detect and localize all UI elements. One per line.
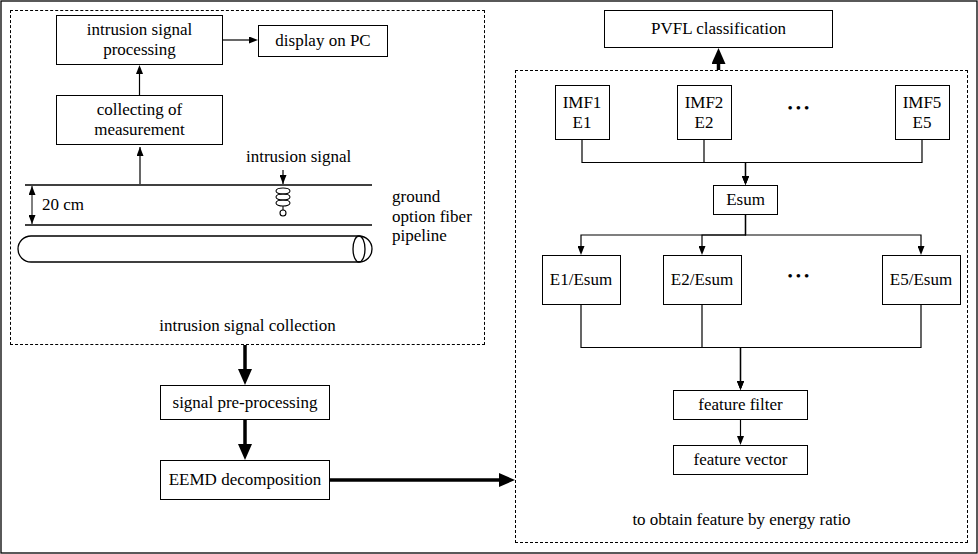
box-text: display on PC — [275, 31, 370, 51]
process-box: collecting of measurement — [56, 95, 223, 145]
dimension-label: 20 cm — [42, 195, 84, 215]
box-text: feature vector — [694, 450, 788, 470]
ellipsis-mark: ••• — [788, 100, 813, 117]
ground-line — [25, 184, 372, 185]
box-text: E2/Esum — [671, 270, 733, 290]
ratio-box: E1/Esum — [542, 255, 621, 305]
imf-box: IMF1E1 — [555, 85, 610, 140]
connector-arrow — [582, 140, 746, 176]
box-text: PVFL classification — [651, 19, 786, 39]
box-text: feature filter — [698, 395, 782, 415]
intrusion-arrow — [282, 170, 283, 184]
box-text: E1 — [573, 113, 592, 133]
fiber-pipeline — [18, 236, 372, 262]
box-text: signal pre-processing — [173, 393, 318, 413]
process-box: EEMD decomposition — [160, 460, 330, 500]
connector-arrow — [223, 39, 249, 40]
display-box: display on PC — [258, 25, 388, 57]
ratio-box: E2/Esum — [663, 255, 742, 305]
box-text: IMF1 — [563, 93, 602, 113]
connector-arrow — [139, 74, 140, 95]
box-text: E1/Esum — [550, 270, 612, 290]
connector-arrow — [581, 215, 746, 246]
process-box: intrusion signal processing — [56, 15, 223, 65]
box-text: Esum — [726, 190, 765, 210]
ratio-box: E5/Esum — [882, 255, 961, 305]
connector-arrow — [746, 140, 923, 176]
connector-arrow — [746, 215, 922, 246]
imf-box: IMF2E2 — [677, 85, 732, 140]
signal-arrow — [139, 147, 140, 184]
flow-arrow — [330, 478, 499, 482]
process-box: PVFL classification — [604, 10, 833, 48]
part-label: ground option fiber pipeline — [392, 187, 478, 246]
process-box: feature filter — [673, 390, 808, 420]
signal-label: intrusion signal — [246, 147, 351, 167]
region-panel: to obtain feature by energy ratioIMF1E1I… — [515, 70, 968, 543]
region-label: to obtain feature by energy ratio — [516, 510, 967, 530]
connector-arrow — [741, 305, 922, 381]
box-text: E2 — [695, 113, 714, 133]
box-text: IMF5 — [903, 93, 942, 113]
box-text: E5 — [913, 113, 932, 133]
ground-line — [25, 224, 372, 225]
connector-arrow — [581, 305, 741, 381]
sum-box: Esum — [713, 185, 778, 215]
connector-arrow — [702, 215, 746, 246]
region-label: intrusion signal collection — [11, 316, 484, 336]
ellipsis-mark: ••• — [788, 268, 813, 285]
flow-arrow — [243, 420, 247, 444]
process-box: feature vector — [673, 445, 808, 475]
imf-box: IMF5E5 — [895, 85, 950, 140]
region-panel: intrusion signal collection intrusion sig… — [10, 10, 485, 345]
dimension-line — [32, 186, 33, 224]
connector-arrow — [702, 305, 741, 381]
connector-arrow — [704, 140, 746, 176]
box-text: intrusion signal processing — [64, 20, 215, 59]
box-text: collecting of measurement — [64, 100, 215, 139]
box-text: IMF2 — [685, 93, 724, 113]
box-text: EEMD decomposition — [169, 470, 322, 490]
connector-arrow — [740, 420, 741, 436]
flow-arrow — [243, 345, 247, 369]
process-box: signal pre-processing — [160, 385, 330, 420]
box-text: E5/Esum — [890, 270, 952, 290]
spring-symbol — [276, 188, 290, 216]
